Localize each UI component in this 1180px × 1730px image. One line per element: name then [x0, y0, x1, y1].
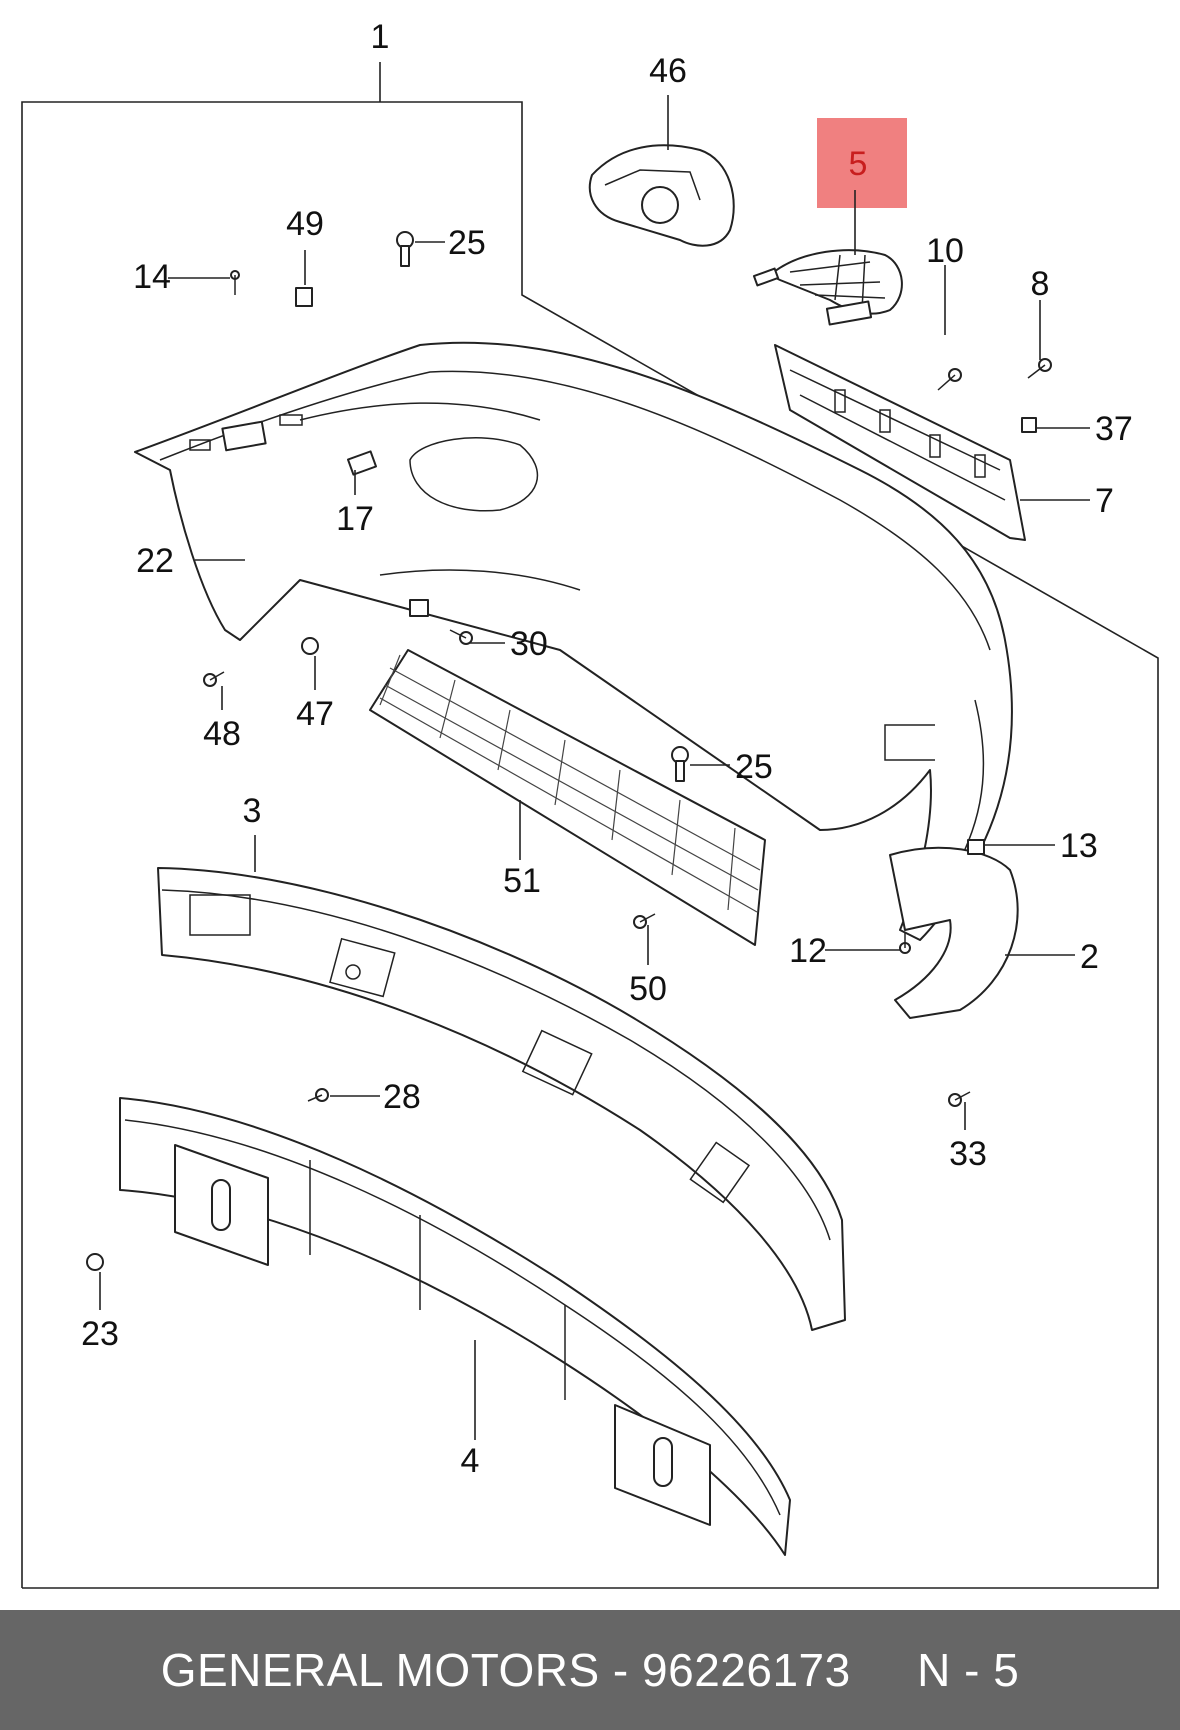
callout-46: 46	[649, 52, 687, 90]
bumper-support-bracket	[774, 344, 1026, 541]
footer-bar: GENERAL MOTORS - 96226173 N - 5	[0, 1610, 1180, 1730]
callout-25-top: 25	[448, 224, 486, 262]
leader-lines	[99, 95, 1090, 1440]
fog-lamp-cover	[588, 144, 735, 247]
center-grille	[369, 649, 766, 946]
fasteners	[86, 231, 1052, 1271]
callout-3: 3	[243, 792, 262, 830]
fog-lamp-bezel-insert	[752, 249, 903, 326]
highlight-box	[817, 118, 907, 208]
callout-14: 14	[133, 258, 171, 296]
callout-28: 28	[383, 1078, 421, 1116]
callout-23: 23	[81, 1315, 119, 1353]
spacer	[851, 1644, 917, 1696]
footer-caption: GENERAL MOTORS - 96226173 N - 5	[161, 1643, 1020, 1697]
callout-37: 37	[1095, 410, 1133, 448]
callout-48: 48	[203, 715, 241, 753]
callout-47: 47	[296, 695, 334, 733]
callout-2: 2	[1080, 938, 1099, 976]
callout-51: 51	[503, 862, 541, 900]
part-number: 96226173	[642, 1644, 851, 1696]
brand-name: GENERAL MOTORS	[160, 1644, 600, 1696]
callout-50: 50	[629, 970, 667, 1008]
callout-33: 33	[949, 1135, 987, 1173]
diagram-reference: N - 5	[917, 1644, 1020, 1696]
callout-30: 30	[510, 625, 548, 663]
bumper-reinforcement	[119, 1097, 791, 1556]
callout-12: 12	[789, 932, 827, 970]
assembly-frame	[21, 101, 1159, 1589]
callout-labels: 1 46 5 10 8 37 7 49 25 14 17 22 30 47 48…	[81, 18, 1133, 1480]
callout-8: 8	[1031, 265, 1050, 303]
callout-7: 7	[1095, 482, 1114, 520]
energy-absorber	[157, 867, 846, 1331]
callout-22: 22	[136, 542, 174, 580]
callout-10: 10	[926, 232, 964, 270]
callout-17: 17	[336, 500, 374, 538]
callout-4: 4	[461, 1442, 480, 1480]
callout-13: 13	[1060, 827, 1098, 865]
separator: -	[599, 1644, 643, 1696]
exploded-parts-diagram: 1 46 5 10 8 37 7 49 25 14 17 22 30 47 48…	[21, 18, 1159, 1589]
callout-5: 5	[849, 145, 868, 183]
callout-49: 49	[286, 205, 324, 243]
callout-25-mid: 25	[735, 748, 773, 786]
callout-1: 1	[371, 18, 390, 56]
